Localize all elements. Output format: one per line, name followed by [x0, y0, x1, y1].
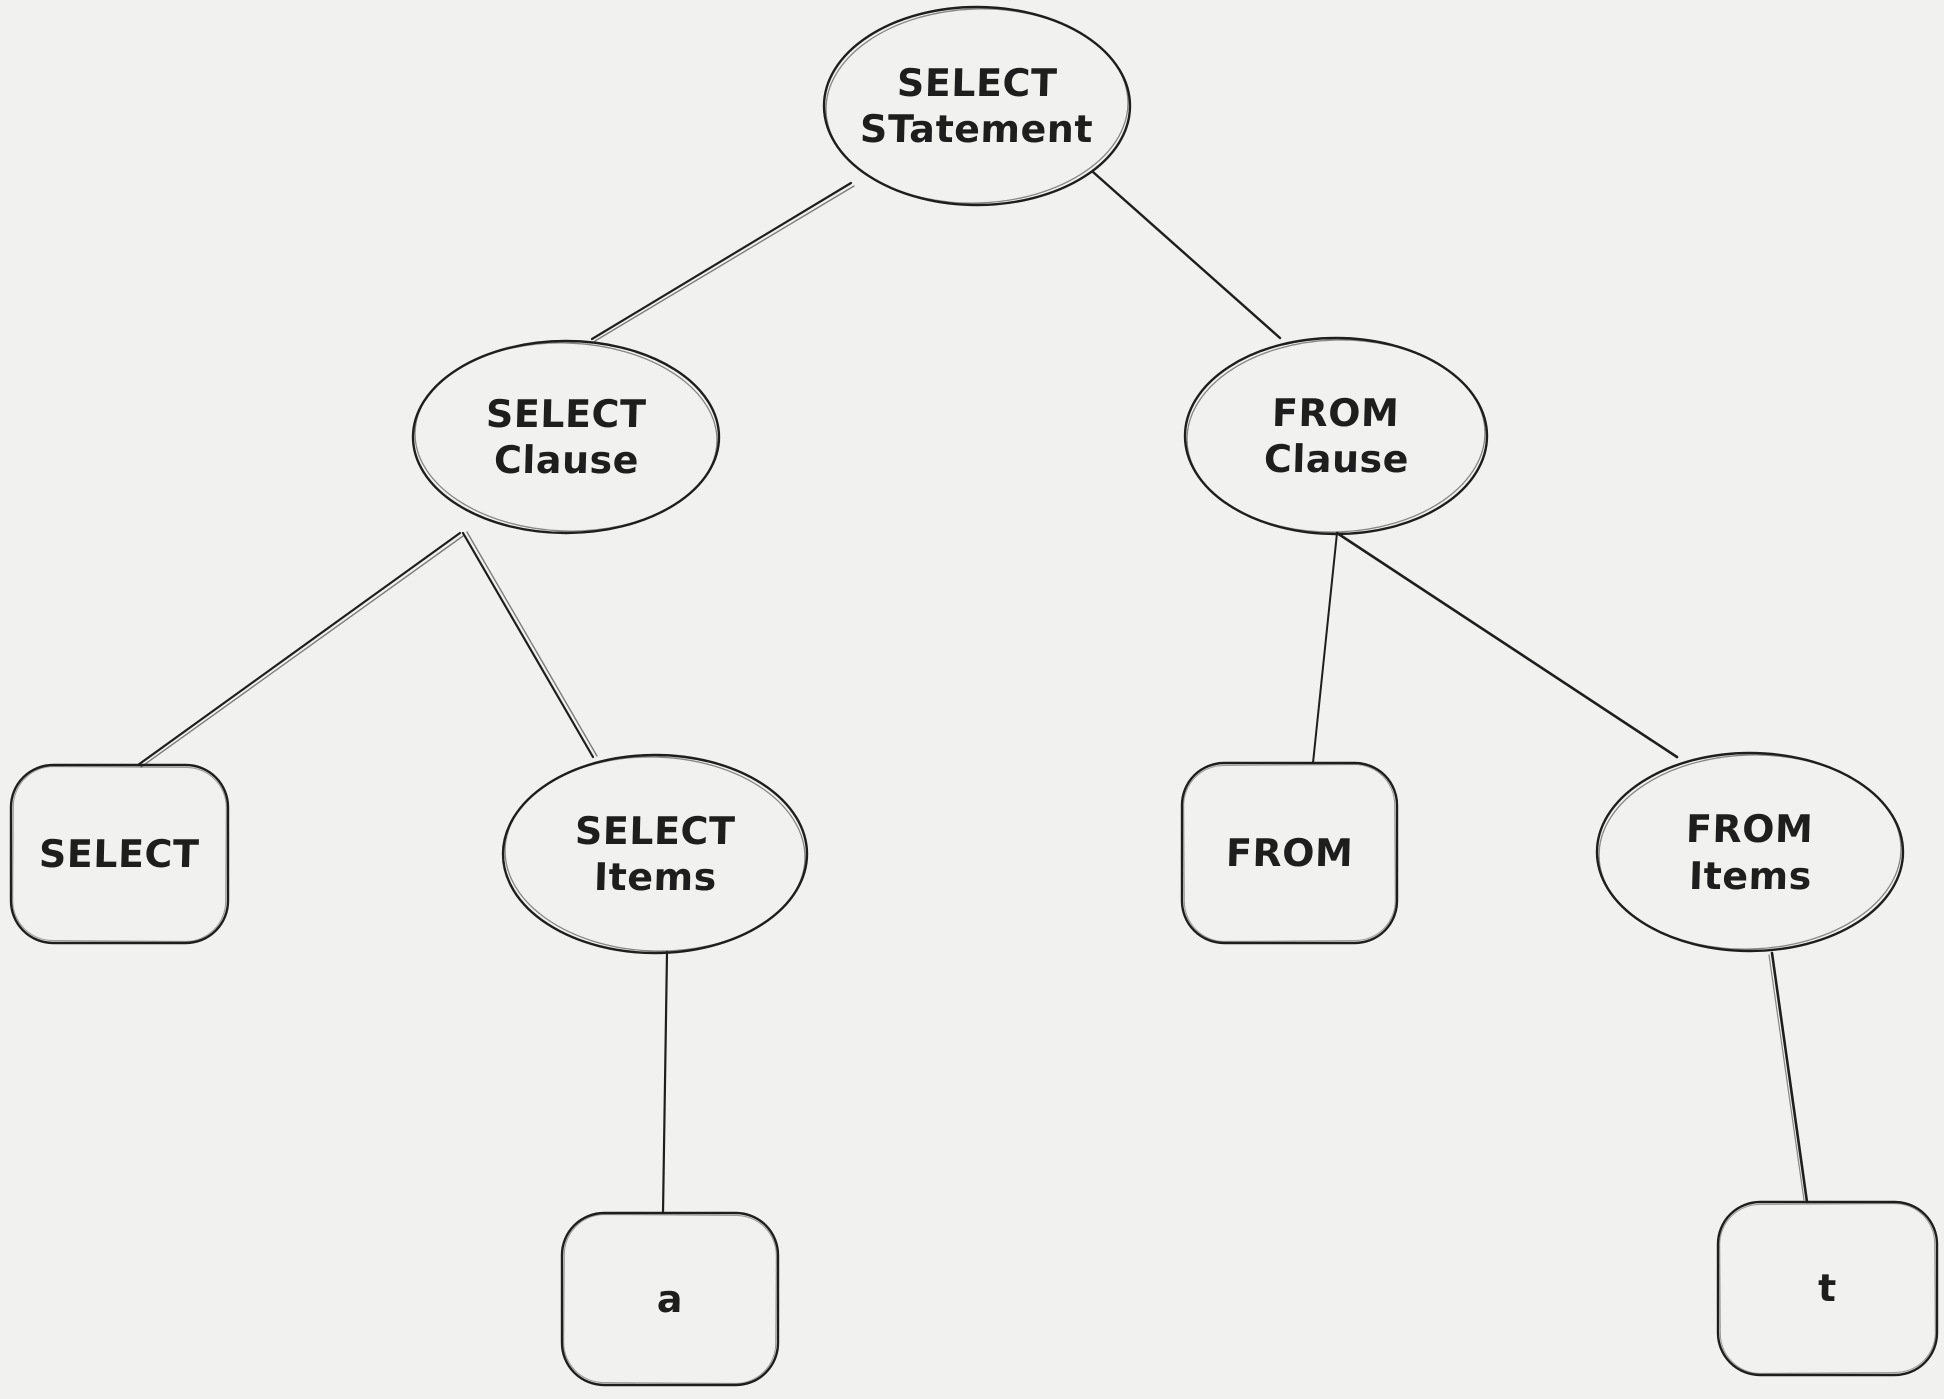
edge-select-items-to-select-item-a	[661, 950, 669, 1215]
edge-select-clause-to-select-keyword	[136, 531, 464, 768]
edge-from-items-to-from-item-t	[1768, 951, 1809, 1204]
node-shape-from-item-t	[1716, 1200, 1939, 1377]
node-shape-select-items	[501, 753, 809, 955]
edge-from-clause-to-from-keyword	[1312, 532, 1338, 764]
node-shape-from-keyword	[1180, 761, 1399, 945]
node-shape-from-clause	[1183, 336, 1489, 536]
node-shape-select-keyword	[9, 763, 230, 945]
edge-select-statement-to-from-clause	[1091, 170, 1282, 340]
edge-select-clause-to-select-items	[461, 531, 598, 759]
node-shape-select-clause	[411, 339, 721, 535]
edge-from-clause-to-from-items	[1335, 531, 1679, 759]
node-shape-select-item-a	[560, 1211, 780, 1387]
edge-select-statement-to-select-clause	[590, 181, 855, 342]
node-shape-select-statement	[822, 5, 1132, 207]
node-shape-from-items	[1595, 751, 1905, 953]
